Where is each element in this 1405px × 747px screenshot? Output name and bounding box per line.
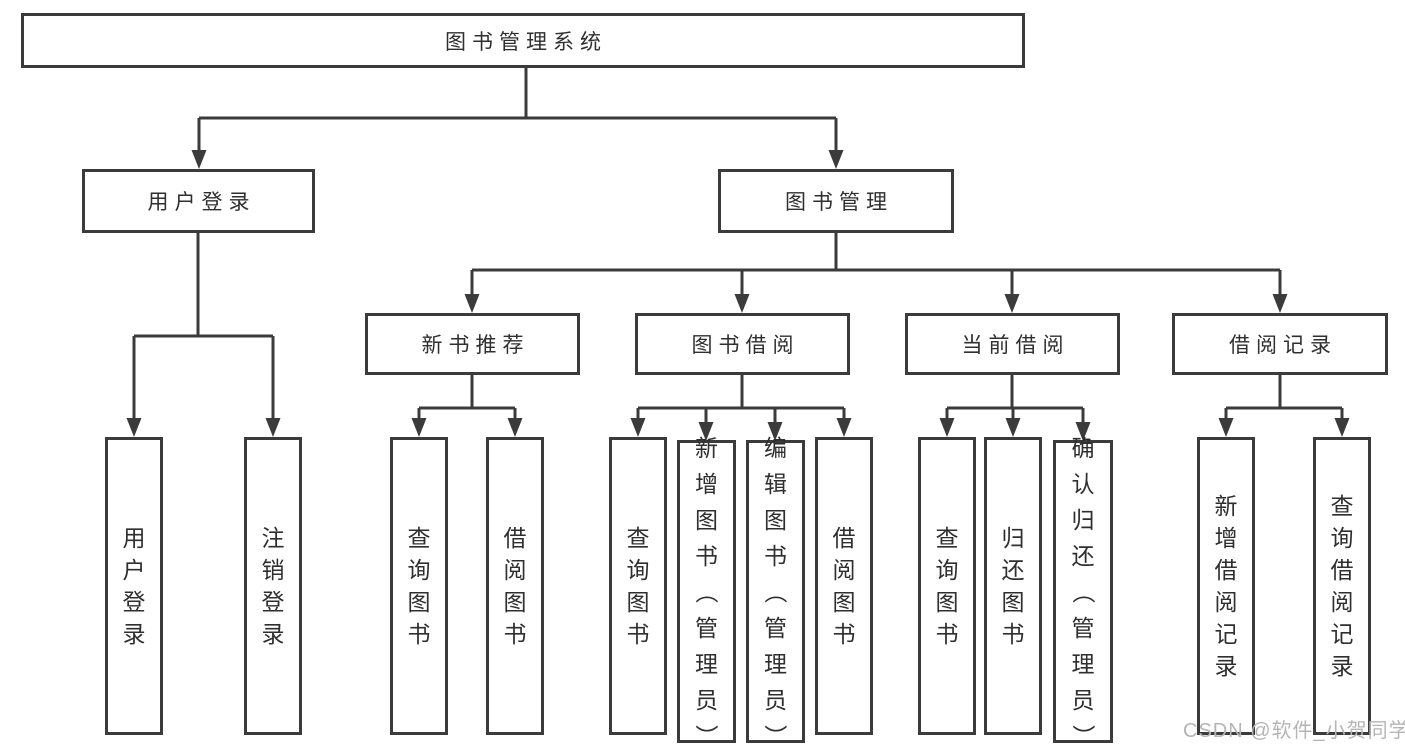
node-root-label: 图书管理系统 [445,30,607,54]
leaf-logout: 注销登录 [244,437,302,735]
watermark: CSDN @软件_小贺同学 [1183,720,1405,742]
node-user-login-label: 用户登录 [147,191,256,214]
node-current-borrow: 当前借阅 [905,313,1120,375]
leaf-user-login: 用户登录 [105,437,163,735]
node-book-borrow-label: 图书借阅 [691,334,800,357]
node-borrow-records: 借阅记录 [1172,313,1388,375]
node-book-borrow: 图书借阅 [635,313,850,375]
leaf-return-books: 归还图书 [984,437,1042,735]
leaf-add-books-admin: 新增图书（管理员） [677,435,736,747]
leaf-confirm-return-admin: 确认归还（管理员） [1053,435,1113,747]
node-root: 图书管理系统 [21,13,1025,68]
leaf-borrow-books-recommend: 借阅图书 [486,437,544,735]
leaf-borrow-books: 借阅图书 [815,437,873,735]
node-book-management: 图书管理 [718,169,954,233]
leaf-edit-books-admin: 编辑图书（管理员） [746,435,805,747]
node-current-borrow-label: 当前借阅 [961,334,1070,357]
node-new-book-recommend-label: 新书推荐 [421,334,530,357]
leaf-query-books-current: 查询图书 [918,437,976,735]
node-book-management-label: 图书管理 [785,191,893,214]
leaf-query-books-borrow: 查询图书 [609,437,667,735]
node-borrow-records-label: 借阅记录 [1229,334,1337,357]
node-user-login: 用户登录 [82,169,315,233]
leaf-add-borrow-record: 新增借阅记录 [1197,437,1255,735]
node-new-book-recommend: 新书推荐 [365,313,580,375]
leaf-query-books-recommend: 查询图书 [390,437,448,735]
leaf-query-borrow-record: 查询借阅记录 [1313,437,1371,735]
